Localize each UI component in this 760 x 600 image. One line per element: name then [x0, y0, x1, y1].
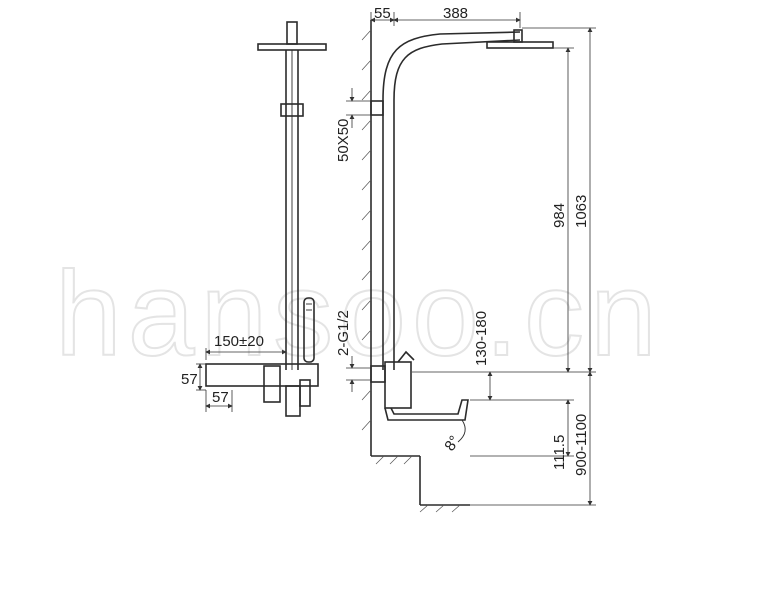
front-hand-shower [303, 297, 315, 363]
side-view: 8° 55 388 50X50 2-G1/2 984 1063 [335, 5, 596, 513]
dim-984-label: 984 [551, 203, 568, 228]
dim-1063-label: 1063 [573, 195, 590, 228]
angle-arc [457, 419, 466, 443]
front-shower-head [257, 43, 327, 51]
front-view: 150±20 57 57 [181, 21, 327, 417]
front-mixer-body [205, 363, 319, 387]
side-shower-head [486, 41, 554, 49]
dim-130-180-label: 130-180 [473, 311, 490, 366]
dim-8-angle-label: 8° [441, 433, 463, 455]
dim-150-label: 150±20 [214, 333, 264, 350]
dim-57-vertical-label: 57 [181, 371, 198, 388]
front-head-connector [286, 21, 298, 45]
dim-55-label: 55 [374, 5, 391, 22]
side-spout [384, 399, 469, 421]
wall-hatching [361, 29, 372, 431]
side-mixer-handle [397, 350, 415, 363]
dim-57-horizontal-label: 57 [212, 389, 229, 406]
side-wall-bracket [370, 100, 384, 116]
dim-2g12-label: 2-G1/2 [335, 310, 352, 356]
floor-hatching [375, 455, 461, 513]
dim-388-label: 388 [443, 5, 468, 22]
front-diverter [285, 385, 301, 417]
dim-50x50-label: 50X50 [335, 119, 352, 162]
watermark-text: hansoo.cn [55, 247, 663, 381]
dim-900-1100-label: 900-1100 [573, 414, 590, 476]
dim-111-5-label: 111.5 [551, 435, 568, 470]
front-mixer-handle [263, 365, 281, 403]
front-wall-bracket [280, 103, 304, 117]
front-spout [299, 379, 311, 407]
